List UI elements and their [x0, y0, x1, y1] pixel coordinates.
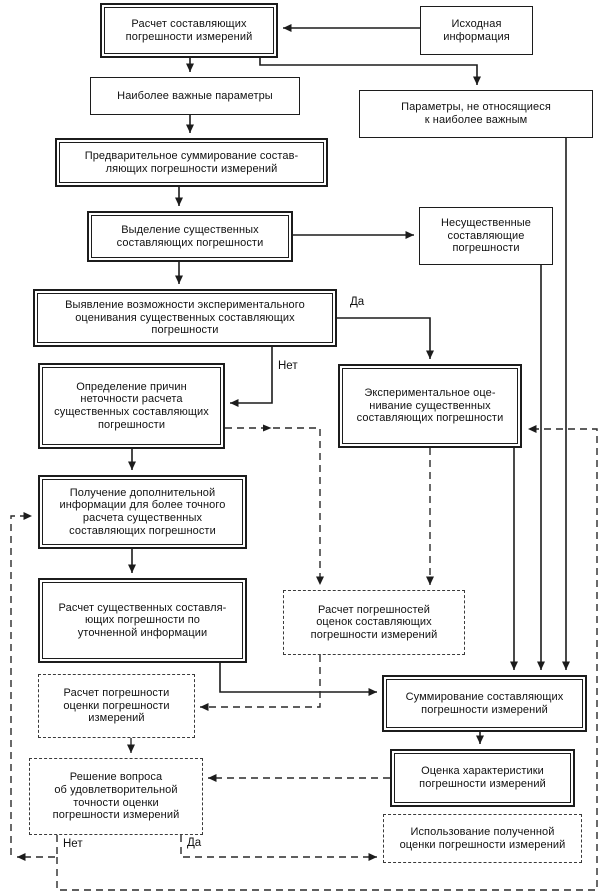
node-additional-info: Получение дополнительной информации для … [38, 475, 247, 549]
node-error-of-estimate: Расчет погрешности оценки погрешности из… [38, 674, 195, 738]
node-use-of-estimate-label: Использование полученной оценки погрешно… [399, 825, 566, 851]
node-important-params-label: Наиболее важные параметры [117, 89, 273, 102]
connector-component-errors-to-error-estimate [200, 655, 321, 711]
node-refined-calc: Расчет существенных составля- ющих погре… [38, 578, 247, 663]
node-causes: Определение причин неточности расчета су… [38, 363, 225, 449]
node-non-important-params-label: Параметры, не относящиеся к наиболее важ… [401, 101, 551, 126]
node-decision: Решение вопроса об удовлетворительной то… [29, 758, 203, 835]
edge-label-yes-bottom: Да [186, 837, 203, 849]
node-non-important-params: Параметры, не относящиеся к наиболее важ… [359, 90, 593, 138]
node-summation: Суммирование составляющих погрешности из… [382, 675, 587, 732]
connector-feedback-to-additional [10, 512, 32, 855]
connector-feedback-to-experimental [56, 425, 598, 891]
node-experimental-eval: Экспериментальное оце- нивание существен… [338, 364, 522, 448]
node-insignificant-label: Несущественные составляющие погрешности [440, 217, 532, 255]
node-experimental-eval-label: Экспериментальное оце- нивание существен… [356, 387, 504, 425]
node-characteristic-estimate: Оценка характеристики погрешности измере… [390, 749, 575, 807]
node-feasibility: Выявление возможности экспериментального… [33, 289, 337, 347]
edge-label-no-mid: Нет [277, 360, 299, 372]
node-source-info-label: Исходная информация [443, 17, 510, 43]
node-causes-label: Определение причин неточности расчета су… [54, 380, 209, 431]
connector-refined-to-summation [219, 663, 377, 696]
node-selection-significant-label: Выделение существенных составляющих погр… [116, 223, 264, 249]
node-summation-label: Суммирование составляющих погрешности из… [405, 690, 564, 716]
connector-decision-no-left [17, 835, 58, 861]
connector-decision-yes-to-use [180, 835, 377, 861]
node-decision-label: Решение вопроса об удовлетворительной то… [52, 771, 180, 822]
connector-feasibility-no-to-causes [230, 347, 273, 407]
node-use-of-estimate: Использование полученной оценки погрешно… [383, 814, 582, 863]
connector-feasibility-yes-to-experimental [337, 317, 434, 359]
node-important-params: Наиболее важные параметры [90, 77, 300, 115]
node-calc-components-label: Расчет составляющих погрешности измерени… [125, 17, 253, 43]
mid-arrowhead-causes-line [263, 424, 272, 432]
edge-label-no-bottom: Нет [62, 838, 84, 850]
node-preliminary-summation: Предварительное суммирование состав- ляю… [55, 138, 328, 187]
node-characteristic-estimate-label: Оценка характеристики погрешности измере… [419, 765, 546, 790]
node-insignificant: Несущественные составляющие погрешности [419, 207, 553, 265]
node-preliminary-summation-label: Предварительное суммирование состав- ляю… [84, 149, 299, 175]
node-error-of-estimate-label: Расчет погрешности оценки погрешности из… [63, 687, 170, 725]
node-feasibility-label: Выявление возможности экспериментального… [65, 299, 305, 337]
node-calc-components: Расчет составляющих погрешности измерени… [100, 3, 278, 58]
node-refined-calc-label: Расчет существенных составля- ющих погре… [58, 601, 227, 639]
edge-label-yes-top: Да [349, 296, 366, 308]
node-source-info: Исходная информация [420, 6, 533, 55]
connector-calc-to-nonimportant [259, 58, 481, 85]
node-component-estimate-errors-label: Расчет погрешностей оценок составляющих … [310, 603, 438, 641]
node-additional-info-label: Получение дополнительной информации для … [59, 486, 226, 537]
node-selection-significant: Выделение существенных составляющих погр… [87, 211, 293, 262]
node-component-estimate-errors: Расчет погрешностей оценок составляющих … [283, 590, 465, 655]
